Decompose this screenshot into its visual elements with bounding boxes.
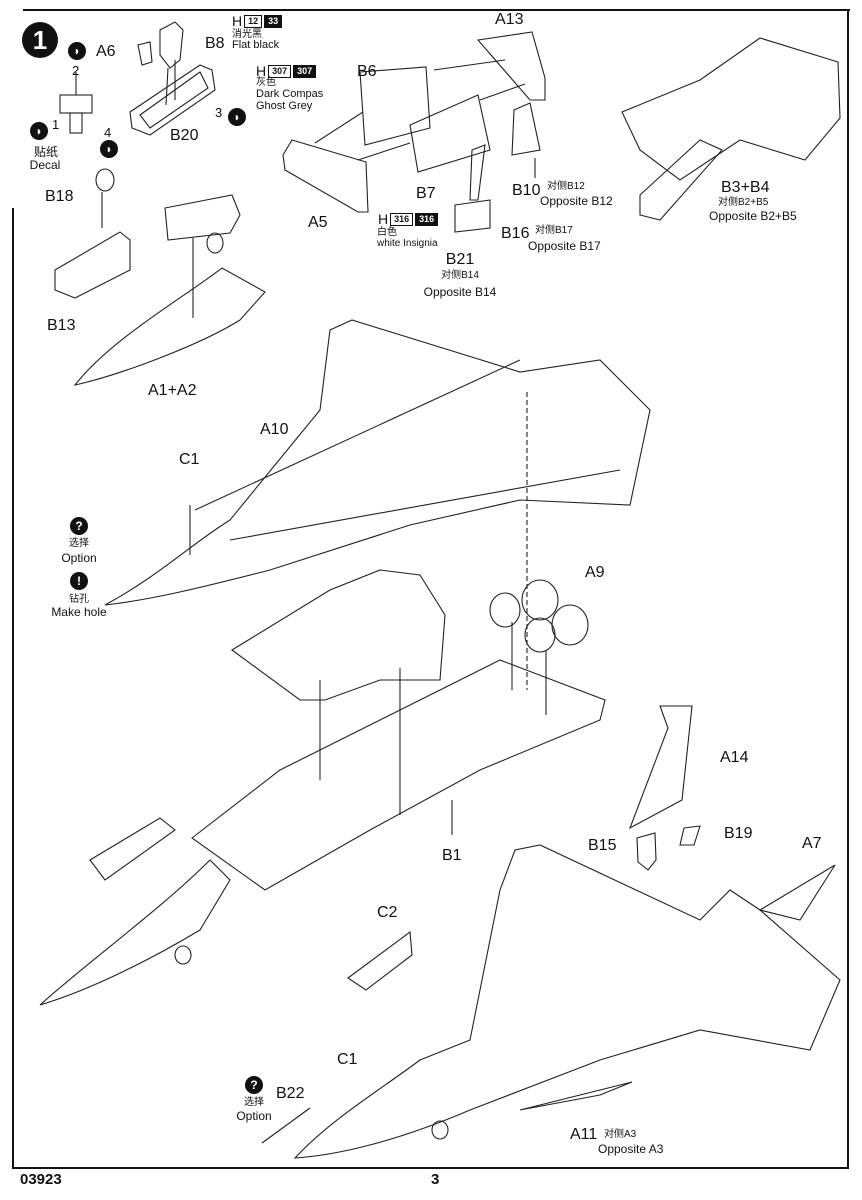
vertical-tail-drawing [628, 705, 701, 871]
part-label-B19: B19 [724, 825, 753, 842]
instrument-panel-drawing [59, 72, 93, 134]
decal-number-4: 4 [104, 125, 112, 140]
nose-gear-drawing [54, 168, 241, 299]
decal-icon: ◗ [30, 122, 48, 140]
page-frame-right [847, 9, 849, 1169]
step-number-badge: 1 [22, 22, 58, 58]
part-label-B21: B21 [445, 251, 475, 268]
paint-callout-dark-compass-ghost-grey: H 307 307 [256, 63, 317, 79]
bulkhead-drawing [282, 31, 546, 233]
paint-callout-flat-black: H 12 33 [232, 13, 283, 29]
option-label-en: Option [61, 551, 97, 565]
page-number: 3 [431, 1171, 440, 1188]
intake-drawing [621, 37, 841, 221]
opposite-label-cn: 对侧A3 [604, 1129, 637, 1140]
part-label-C1: C1 [337, 1051, 358, 1068]
part-label-A7: A7 [802, 835, 822, 852]
paint-code: 307 [268, 64, 292, 78]
opposite-label-en: Opposite A3 [598, 1142, 664, 1156]
decal-icon: ◗ [68, 42, 86, 60]
opposite-label-cn: 对侧B2+B5 [718, 197, 769, 208]
part-label-B7: B7 [416, 185, 436, 202]
part-label-B1: B1 [442, 847, 462, 864]
option-label-en: Option [236, 1109, 272, 1123]
part-label-C2: C2 [377, 904, 398, 921]
forward-fuselage-drawing [73, 238, 266, 386]
part-label-A1-A2: A1+A2 [148, 382, 197, 399]
forward-fuselage-seat-drawing [39, 817, 231, 1006]
page-frame-bottom [12, 1167, 849, 1169]
paint-callout-white-insignia: H 316 316 [378, 211, 439, 227]
paint-label-en: Ghost Grey [256, 100, 313, 112]
option-label-cn: 选择 [244, 1097, 264, 1108]
part-label-A11: A11 [570, 1126, 598, 1143]
paint-code: 316 [390, 212, 414, 226]
decal-number-3: 3 [215, 105, 223, 120]
option-icon: ? [70, 517, 88, 535]
make-hole-icon: ! [70, 572, 88, 590]
decal-icon: ◗ [100, 140, 118, 158]
paint-label-cn: 白色 [377, 227, 397, 238]
cockpit-tub-drawing [129, 21, 216, 136]
decal-label-cn: 贴纸 [33, 145, 58, 159]
product-code: 03923 [20, 1171, 62, 1188]
paint-maker: H [378, 211, 389, 227]
opposite-label-en: Opposite B12 [540, 194, 613, 208]
opposite-label-en: Opposite B14 [423, 285, 497, 299]
opposite-label-en: Opposite B2+B5 [709, 209, 797, 223]
paint-code: 12 [244, 14, 263, 28]
upper-fuselage-drawing [104, 319, 651, 690]
part-label-B13: B13 [47, 317, 76, 334]
part-label-A13: A13 [495, 11, 524, 28]
paint-code: 33 [264, 14, 283, 28]
page-frame-top [23, 9, 850, 11]
part-label-B3-B4: B3+B4 [721, 179, 770, 196]
make-hole-label-cn: 钻孔 [69, 594, 89, 605]
option-label-cn: 选择 [69, 538, 89, 549]
part-label-A5: A5 [308, 214, 328, 231]
lower-fuselage-drawing [191, 659, 606, 891]
part-label-B10: B10 [512, 182, 541, 199]
option-icon: ? [245, 1076, 263, 1094]
assembled-aircraft-drawing [261, 844, 841, 1159]
part-label-B6: B6 [357, 63, 377, 80]
part-label-A9: A9 [585, 564, 605, 581]
engine-nozzles-drawing [489, 579, 589, 715]
part-label-B18: B18 [45, 188, 74, 205]
part-label-B8: B8 [205, 35, 225, 52]
decal-icon: ◗ [228, 108, 246, 126]
paint-label-cn: 消光黑 [232, 29, 262, 40]
opposite-label-cn: 对侧B12 [547, 181, 585, 192]
part-label-B16: B16 [501, 225, 530, 242]
opposite-label-en: Opposite B17 [528, 239, 601, 253]
page-frame-left [12, 208, 14, 1168]
part-label-B20: B20 [170, 127, 199, 144]
opposite-label-cn: 对侧B14 [441, 270, 479, 281]
part-label-A14: A14 [720, 749, 749, 766]
decal-number-1: 1 [52, 117, 60, 132]
part-label-C1: C1 [179, 451, 200, 468]
paint-maker: H [232, 13, 243, 29]
decal-number-2: 2 [72, 63, 80, 78]
make-hole-label-en: Make hole [51, 605, 107, 619]
part-label-A6: A6 [96, 43, 116, 60]
paint-code: 307 [293, 64, 317, 78]
paint-code: 316 [415, 212, 439, 226]
opposite-label-cn: 对侧B17 [535, 225, 573, 236]
paint-label-cn: 灰色 [256, 77, 276, 88]
part-label-B22: B22 [276, 1085, 305, 1102]
intake-assembly-drawing [231, 569, 446, 815]
decal-label-en: Decal [29, 158, 61, 172]
paint-maker: H [256, 63, 267, 79]
part-label-A10: A10 [260, 421, 289, 438]
part-label-B15: B15 [588, 837, 617, 854]
paint-label-en: Dark Compas [256, 88, 324, 100]
paint-label-en: white Insignia [377, 238, 438, 249]
paint-label-en: Flat black [232, 39, 280, 51]
